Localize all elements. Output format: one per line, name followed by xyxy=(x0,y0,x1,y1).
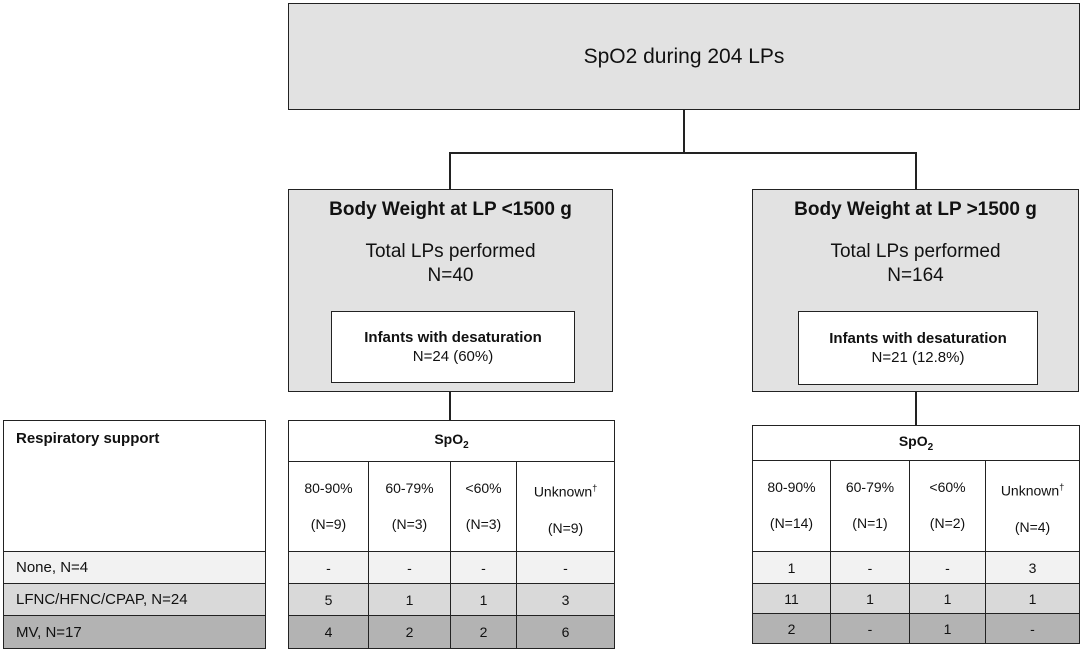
left-row-none: - - - - xyxy=(288,551,616,584)
respiratory-row-mv: MV, N=17 xyxy=(3,615,266,649)
right-weight-body: Total LPs performed N=164 Infants with d… xyxy=(752,230,1079,392)
right-spo2-label: SpO xyxy=(898,433,928,450)
connector-right-lower xyxy=(915,392,917,426)
right-desat-label: Infants with desaturation xyxy=(829,330,1007,347)
left-row-lfnc: 5 1 1 3 xyxy=(288,583,616,616)
left-col-n: (N=9) xyxy=(310,516,347,532)
left-col-below-60: <60% (N=3) xyxy=(450,461,517,552)
connector-left-vertical xyxy=(449,152,451,189)
right-col-range: 80-90% xyxy=(767,479,816,495)
left-spo2-table: SpO2 80-90% (N=9) 60-79% (N=3) <60% (N=3… xyxy=(287,420,616,649)
left-cell: 1 xyxy=(368,583,451,616)
right-cell: 1 xyxy=(909,613,986,644)
left-cell: - xyxy=(450,551,517,584)
right-col-range: Unknown xyxy=(1000,482,1060,499)
left-col-n: (N=3) xyxy=(465,516,502,532)
respiratory-row-lfnc: LFNC/HFNC/CPAP, N=24 xyxy=(3,583,266,616)
respiratory-header: Respiratory support xyxy=(3,420,266,552)
right-cell: - xyxy=(830,613,910,644)
left-cell: 2 xyxy=(450,615,517,649)
left-col-range: 60-79% xyxy=(385,480,434,496)
right-col-n: (N=14) xyxy=(769,515,814,531)
right-row-mv: 2 - 1 - xyxy=(752,613,1081,644)
left-cell: 1 xyxy=(450,583,517,616)
left-desat-n: N=24 (60%) xyxy=(412,348,494,365)
right-cell: 11 xyxy=(752,583,831,614)
left-cell: 3 xyxy=(515,583,616,616)
left-spo2-label: SpO xyxy=(434,431,464,448)
dagger-mark: † xyxy=(592,483,598,493)
right-col-range: <60% xyxy=(929,479,966,495)
right-cell: - xyxy=(830,551,910,584)
right-cell: 1 xyxy=(909,583,986,614)
right-col-n: (N=4) xyxy=(1014,518,1051,535)
left-total-n: N=40 xyxy=(427,265,474,286)
connector-right-vertical xyxy=(915,152,917,189)
left-col-n: (N=3) xyxy=(391,516,428,532)
right-cell: - xyxy=(909,551,986,584)
right-cell: 3 xyxy=(984,551,1081,584)
connector-top-vertical xyxy=(683,110,685,153)
left-spo2-header: SpO2 xyxy=(287,420,616,462)
right-total-n: N=164 xyxy=(887,265,944,286)
left-col-range: Unknown xyxy=(533,483,593,500)
left-cell: - xyxy=(288,551,369,584)
title-text: SpO2 during 204 LPs xyxy=(583,44,785,68)
left-spo2-subscript: 2 xyxy=(463,439,469,451)
left-col-60-79: 60-79% (N=3) xyxy=(368,461,451,552)
left-weight-header: Body Weight at LP <1500 g xyxy=(288,189,613,231)
left-cell: - xyxy=(515,551,616,584)
right-row-none: 1 - - 3 xyxy=(752,551,1081,584)
right-cell: 1 xyxy=(984,583,1081,614)
right-col-range: 60-79% xyxy=(845,479,895,495)
left-col-unknown: Unknown† (N=9) xyxy=(515,461,616,552)
right-col-below-60: <60% (N=2) xyxy=(909,460,986,552)
left-cell: 6 xyxy=(515,615,616,649)
connector-horizontal xyxy=(449,152,916,154)
right-weight-header: Body Weight at LP >1500 g xyxy=(752,189,1079,231)
left-col-n: (N=9) xyxy=(547,519,584,536)
left-cell: 4 xyxy=(288,615,369,649)
right-row-lfnc: 11 1 1 1 xyxy=(752,583,1081,614)
right-col-n: (N=2) xyxy=(929,515,966,531)
left-desat-label: Infants with desaturation xyxy=(364,329,542,346)
right-col-60-79: 60-79% (N=1) xyxy=(830,460,910,552)
left-cell: 2 xyxy=(368,615,451,649)
left-row-mv: 4 2 2 6 xyxy=(288,615,616,649)
dagger-mark: † xyxy=(1059,482,1065,492)
left-total-label: Total LPs performed xyxy=(365,241,536,262)
right-col-n: (N=1) xyxy=(852,515,888,531)
right-cell: - xyxy=(984,613,1081,644)
right-spo2-header: SpO2 xyxy=(751,425,1081,461)
right-cell: 1 xyxy=(830,583,910,614)
left-cell: - xyxy=(368,551,451,584)
right-col-80-90: 80-90% (N=14) xyxy=(752,460,831,552)
left-weight-label: Body Weight at LP <1500 g xyxy=(329,199,572,220)
connector-left-lower xyxy=(449,392,451,421)
respiratory-row-none: None, N=4 xyxy=(3,551,266,584)
left-weight-body: Total LPs performed N=40 Infants with de… xyxy=(288,230,613,392)
right-weight-label: Body Weight at LP >1500 g xyxy=(794,199,1037,220)
respiratory-table: Respiratory support None, N=4 LFNC/HFNC/… xyxy=(3,420,266,649)
left-col-80-90: 80-90% (N=9) xyxy=(288,461,369,552)
right-spo2-table: SpO2 80-90% (N=14) 60-79% (N=1) <60% (N=… xyxy=(751,425,1081,644)
right-total-label: Total LPs performed xyxy=(830,241,1001,262)
right-col-unknown: Unknown† (N=4) xyxy=(984,460,1081,552)
right-desat-box: Infants with desaturation N=21 (12.8%) xyxy=(798,311,1038,385)
title-box: SpO2 during 204 LPs xyxy=(288,3,1080,110)
right-cell: 2 xyxy=(752,613,831,644)
right-cell: 1 xyxy=(752,551,831,584)
right-desat-n: N=21 (12.8%) xyxy=(871,349,965,366)
left-col-range: 80-90% xyxy=(304,480,353,496)
left-desat-box: Infants with desaturation N=24 (60%) xyxy=(331,311,575,383)
right-spo2-subscript: 2 xyxy=(927,441,934,453)
left-cell: 5 xyxy=(288,583,369,616)
left-col-range: <60% xyxy=(465,480,502,496)
